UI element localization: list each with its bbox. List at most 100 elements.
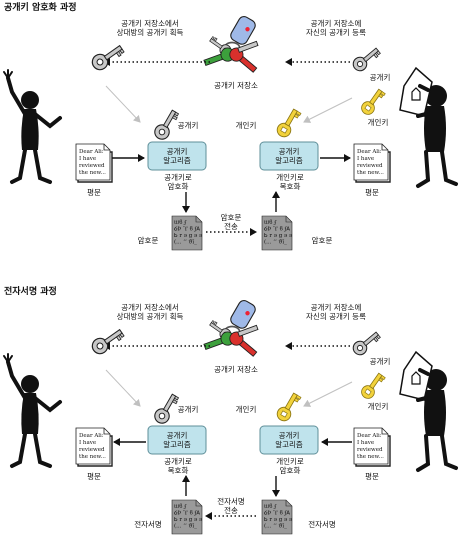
section-title: 전자서명 과정 [4,285,57,297]
public-key-icon [88,40,126,74]
private-key-label: 개인키 [236,120,257,130]
fetch-caption: 공개키 저장소에서 [121,18,179,28]
left-box-caption: 공개키로 [164,456,192,466]
private-key-flow-arrow [303,97,353,123]
cipher-document-text: ᏵϷ ϓ ϐ ʄᎪ [264,226,291,233]
fetch-caption: 상대방의 공개키 획득 [117,27,184,37]
algorithm-box-right-label: 알고리즘 [275,156,303,165]
document-text: the new... [357,454,384,460]
algorithm-box-left-label: 공개키 [167,146,188,156]
right-doc-caption: 평문 [365,187,379,197]
document-text: the new... [79,454,106,460]
document-text: reviewed [79,447,105,453]
right-box-caption: 개인키로 [276,172,304,182]
register-caption: 자신의 공개키 등록 [306,27,366,37]
fetch-caption: 상대방의 공개키 획득 [117,311,184,321]
private-key-label: 개인키 [236,404,257,414]
cipher-document-text: (... ʼʼ ϑȋ_ [264,523,287,530]
algorithm-box-right-label: 공개키 [279,430,300,440]
algorithm-box-left-label: 알고리즘 [163,440,191,449]
public-key-label-right: 공개키 [370,72,391,82]
algorithm-box-left-label: 공개키 [167,430,188,440]
left-box-caption: 암호화 [168,181,189,191]
key-store-label: 공개키 저장소 [214,364,258,374]
algorithm-box-right [259,425,319,455]
fetch-caption: 공개키 저장소에서 [121,302,179,312]
transfer-caption: 전자서명 [217,496,245,506]
public-key-label-right: 공개키 [370,356,391,366]
section-title: 공개키 암호화 과정 [4,1,77,13]
document-text: I have [357,440,374,446]
private-key-icon [274,390,302,424]
algorithm-box-right-label: 알고리즘 [275,440,303,449]
person-left-icon [2,68,62,184]
person-right-icon [398,350,458,472]
private-key-icon [358,86,387,118]
right-box-caption: 개인키로 [276,456,304,466]
public-key-label: 공개키 [178,404,199,414]
document-text: Dear Ali: [79,149,104,155]
document-text: Dear Ali: [357,433,382,439]
document-text: reviewed [357,163,383,169]
algorithm-box-right [259,141,319,171]
left-box-caption: 공개키로 [164,172,192,182]
key-store-label: 공개키 저장소 [214,80,258,90]
person-left-icon [2,352,62,468]
public-key-flow-arrow [105,369,141,407]
algorithm-box-right-label: 공개키 [279,146,300,156]
right-cipher-caption: 암호문 [312,235,333,245]
register-caption: 공개키 저장소에 [311,18,362,28]
document-text: the new... [357,170,384,176]
public-key-flow-arrow [105,85,141,123]
algorithm-box-left [147,141,207,171]
left-box-caption: 복호화 [168,466,189,475]
public-key-icon [151,391,181,427]
private-key-icon [274,106,302,140]
public-key-icon [349,327,383,359]
transfer-caption: 전송 [224,505,238,515]
cipher-document-text: ᏵϷ ϓ ϐ ʄᎪ [174,226,201,233]
cipher-document-text: ឃϐ ʄ [174,504,187,510]
document-text: I have [357,156,374,162]
register-caption: 공개키 저장소에 [311,302,362,312]
algorithm-box-left [147,425,207,455]
keyring-icon [203,15,260,76]
public-key-icon [88,324,126,358]
private-key-label-right: 개인키 [368,117,389,127]
cipher-document-text: ឃϐ ʄ [264,220,277,226]
document-text: I have [79,440,96,446]
cipher-document-text: ឃϐ ʄ [264,504,277,510]
cipher-document-text: (... ʼʼ ϑȋ_ [174,523,197,530]
left-doc-caption: 평문 [87,187,101,197]
cipher-document-text: Ꮟ r ə g ə ə [174,232,202,239]
document-text: reviewed [357,447,383,453]
document-text: I have [79,156,96,162]
right-box-caption: 복호화 [280,182,301,191]
left-cipher-caption: 암호문 [138,235,159,245]
left-doc-caption: 평문 [87,471,101,481]
cipher-document-text: ᏵϷ ϓ ϐ ʄᎪ [264,510,291,517]
cipher-document-text: Ꮟ r ə g ə ə [174,516,202,523]
algorithm-box-left-label: 알고리즘 [163,156,191,165]
public-key-icon [151,107,181,143]
document-text: Dear Ali: [79,433,104,439]
cipher-document-text: ឃϐ ʄ [174,220,187,226]
private-key-label-right: 개인키 [368,401,389,411]
register-caption: 자신의 공개키 등록 [306,311,366,321]
right-cipher-caption: 전자서명 [308,519,336,529]
document-text: Dear Ali: [357,149,382,155]
cipher-document-text: ᏵϷ ϓ ϐ ʄᎪ [174,510,201,517]
keyring-icon [203,299,260,360]
document-text: reviewed [79,163,105,169]
right-box-caption: 암호화 [280,465,301,475]
cipher-document-text: (... ʼʼ ϑȋ_ [264,239,287,246]
document-text: the new... [79,170,106,176]
private-key-icon [358,370,387,402]
public-key-icon [349,43,383,75]
cipher-document-text: (... ʼʼ ϑȋ_ [174,239,197,246]
right-doc-caption: 평문 [365,471,379,481]
left-cipher-caption: 전자서명 [134,519,162,529]
